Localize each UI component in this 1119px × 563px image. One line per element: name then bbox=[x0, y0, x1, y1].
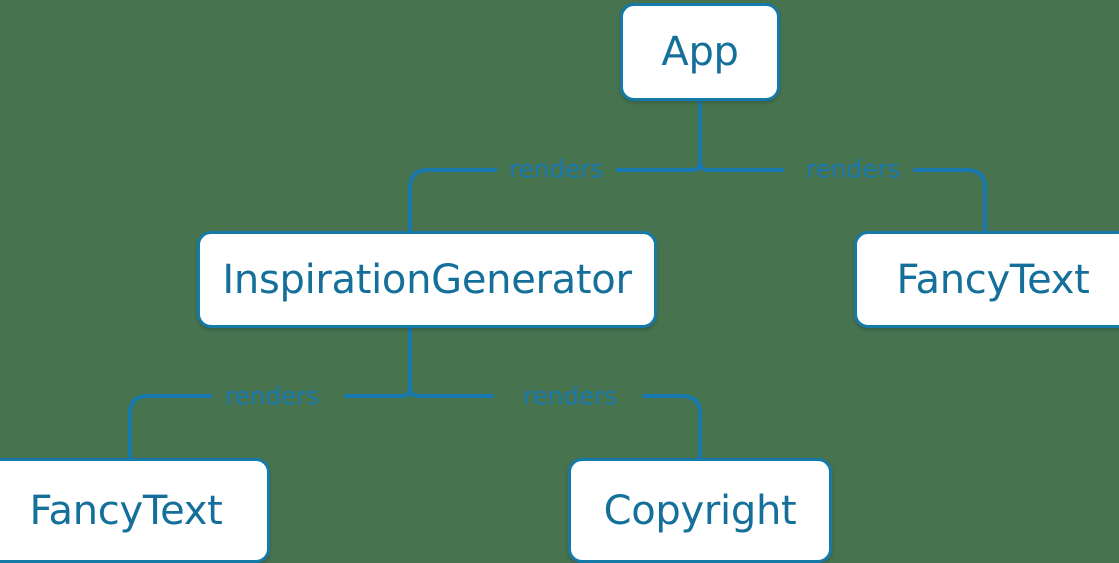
node-fancytext-right[interactable]: FancyText bbox=[854, 231, 1119, 328]
node-app[interactable]: App bbox=[620, 3, 780, 101]
node-fancytext-right-label: FancyText bbox=[896, 256, 1090, 303]
node-inspirationgenerator-label: InspirationGenerator bbox=[222, 256, 632, 303]
node-app-label: App bbox=[661, 29, 739, 75]
node-inspirationgenerator[interactable]: InspirationGenerator bbox=[197, 231, 657, 328]
edge-label-app-to-fancytext-right: renders bbox=[805, 154, 901, 184]
node-copyright[interactable]: Copyright bbox=[568, 458, 832, 563]
edge-app-to-fancytext-right-seg2 bbox=[913, 168, 987, 231]
edge-label-app-to-inspirationgenerator: renders bbox=[508, 154, 604, 184]
node-copyright-label: Copyright bbox=[603, 487, 797, 534]
edge-label-inspirationgenerator-to-fancytext: renders bbox=[224, 381, 320, 411]
edge-inspirationgenerator-to-copyright-seg2 bbox=[642, 394, 702, 458]
edge-app-stem bbox=[698, 101, 709, 172]
edge-inspirationgenerator-stem-left bbox=[401, 387, 412, 398]
edge-label-inspirationgenerator-to-copyright: renders bbox=[522, 381, 618, 411]
node-fancytext-bottom[interactable]: FancyText bbox=[0, 458, 270, 563]
edge-inspirationgenerator-stem bbox=[408, 328, 419, 398]
node-fancytext-bottom-label: FancyText bbox=[29, 487, 223, 534]
edge-app-to-inspirationgenerator-seg2 bbox=[408, 168, 497, 231]
edge-inspirationgenerator-to-fancytext-seg2 bbox=[128, 394, 212, 458]
edge-app-stem-left bbox=[691, 161, 702, 172]
